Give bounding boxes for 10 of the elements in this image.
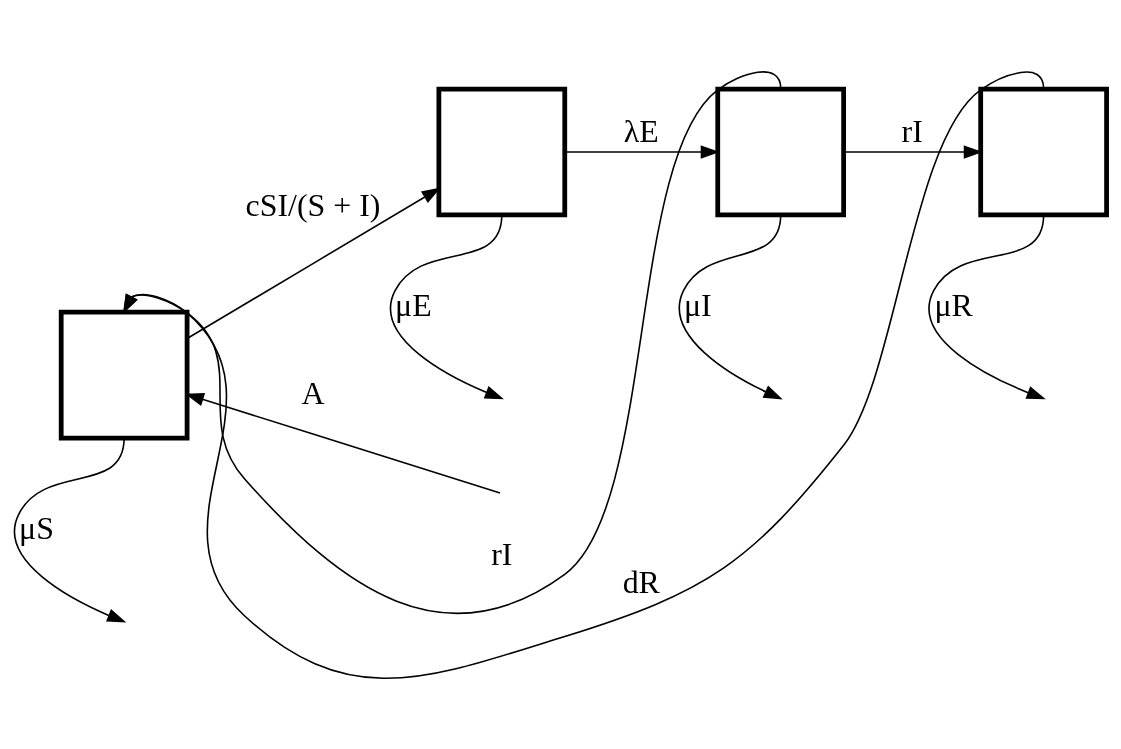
edge-label: rI: [901, 113, 923, 149]
edge-label: μS: [19, 510, 54, 546]
edge-label: μI: [683, 287, 712, 323]
edge-label: rI: [491, 536, 513, 572]
edge-label: A: [301, 375, 325, 411]
edge-label: μE: [395, 287, 432, 323]
edge-label: cSI/(S + I): [245, 187, 381, 223]
edge-label: λE: [623, 113, 659, 149]
edge-label: dR: [622, 564, 660, 600]
edge-label: μR: [934, 287, 973, 323]
